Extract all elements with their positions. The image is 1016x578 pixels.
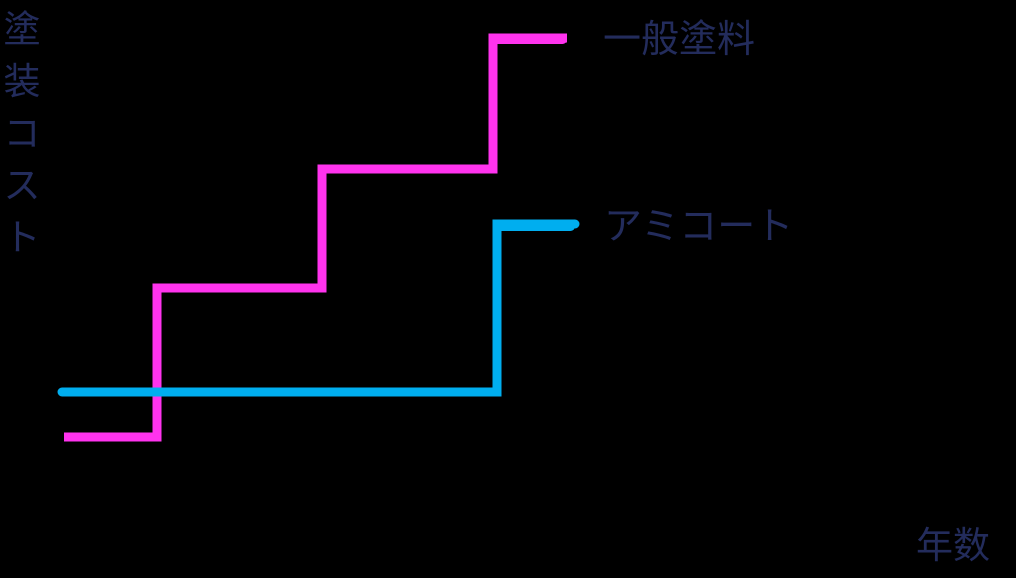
y-axis-label: 塗 装 コ ス ト	[0, 4, 44, 264]
legend-swatch-general-paint	[490, 34, 567, 44]
y-axis-label-char: ト	[3, 216, 41, 259]
y-axis-label-char: コ	[3, 112, 41, 155]
y-axis-label-char: 塗	[3, 8, 41, 51]
series-line-general-paint	[64, 33, 567, 442]
legend-label-general-paint: 一般塗料	[603, 17, 756, 61]
x-axis-label: 年数	[916, 524, 990, 567]
legend-swatch-amicoat	[497, 221, 575, 231]
legend-item-general-paint: 一般塗料	[490, 18, 755, 60]
legend-label-amicoat: アミコート	[604, 204, 794, 248]
legend-item-amicoat: アミコート	[497, 205, 793, 247]
y-axis-label-char: ス	[3, 164, 41, 207]
y-axis-label-char: 装	[3, 60, 41, 103]
